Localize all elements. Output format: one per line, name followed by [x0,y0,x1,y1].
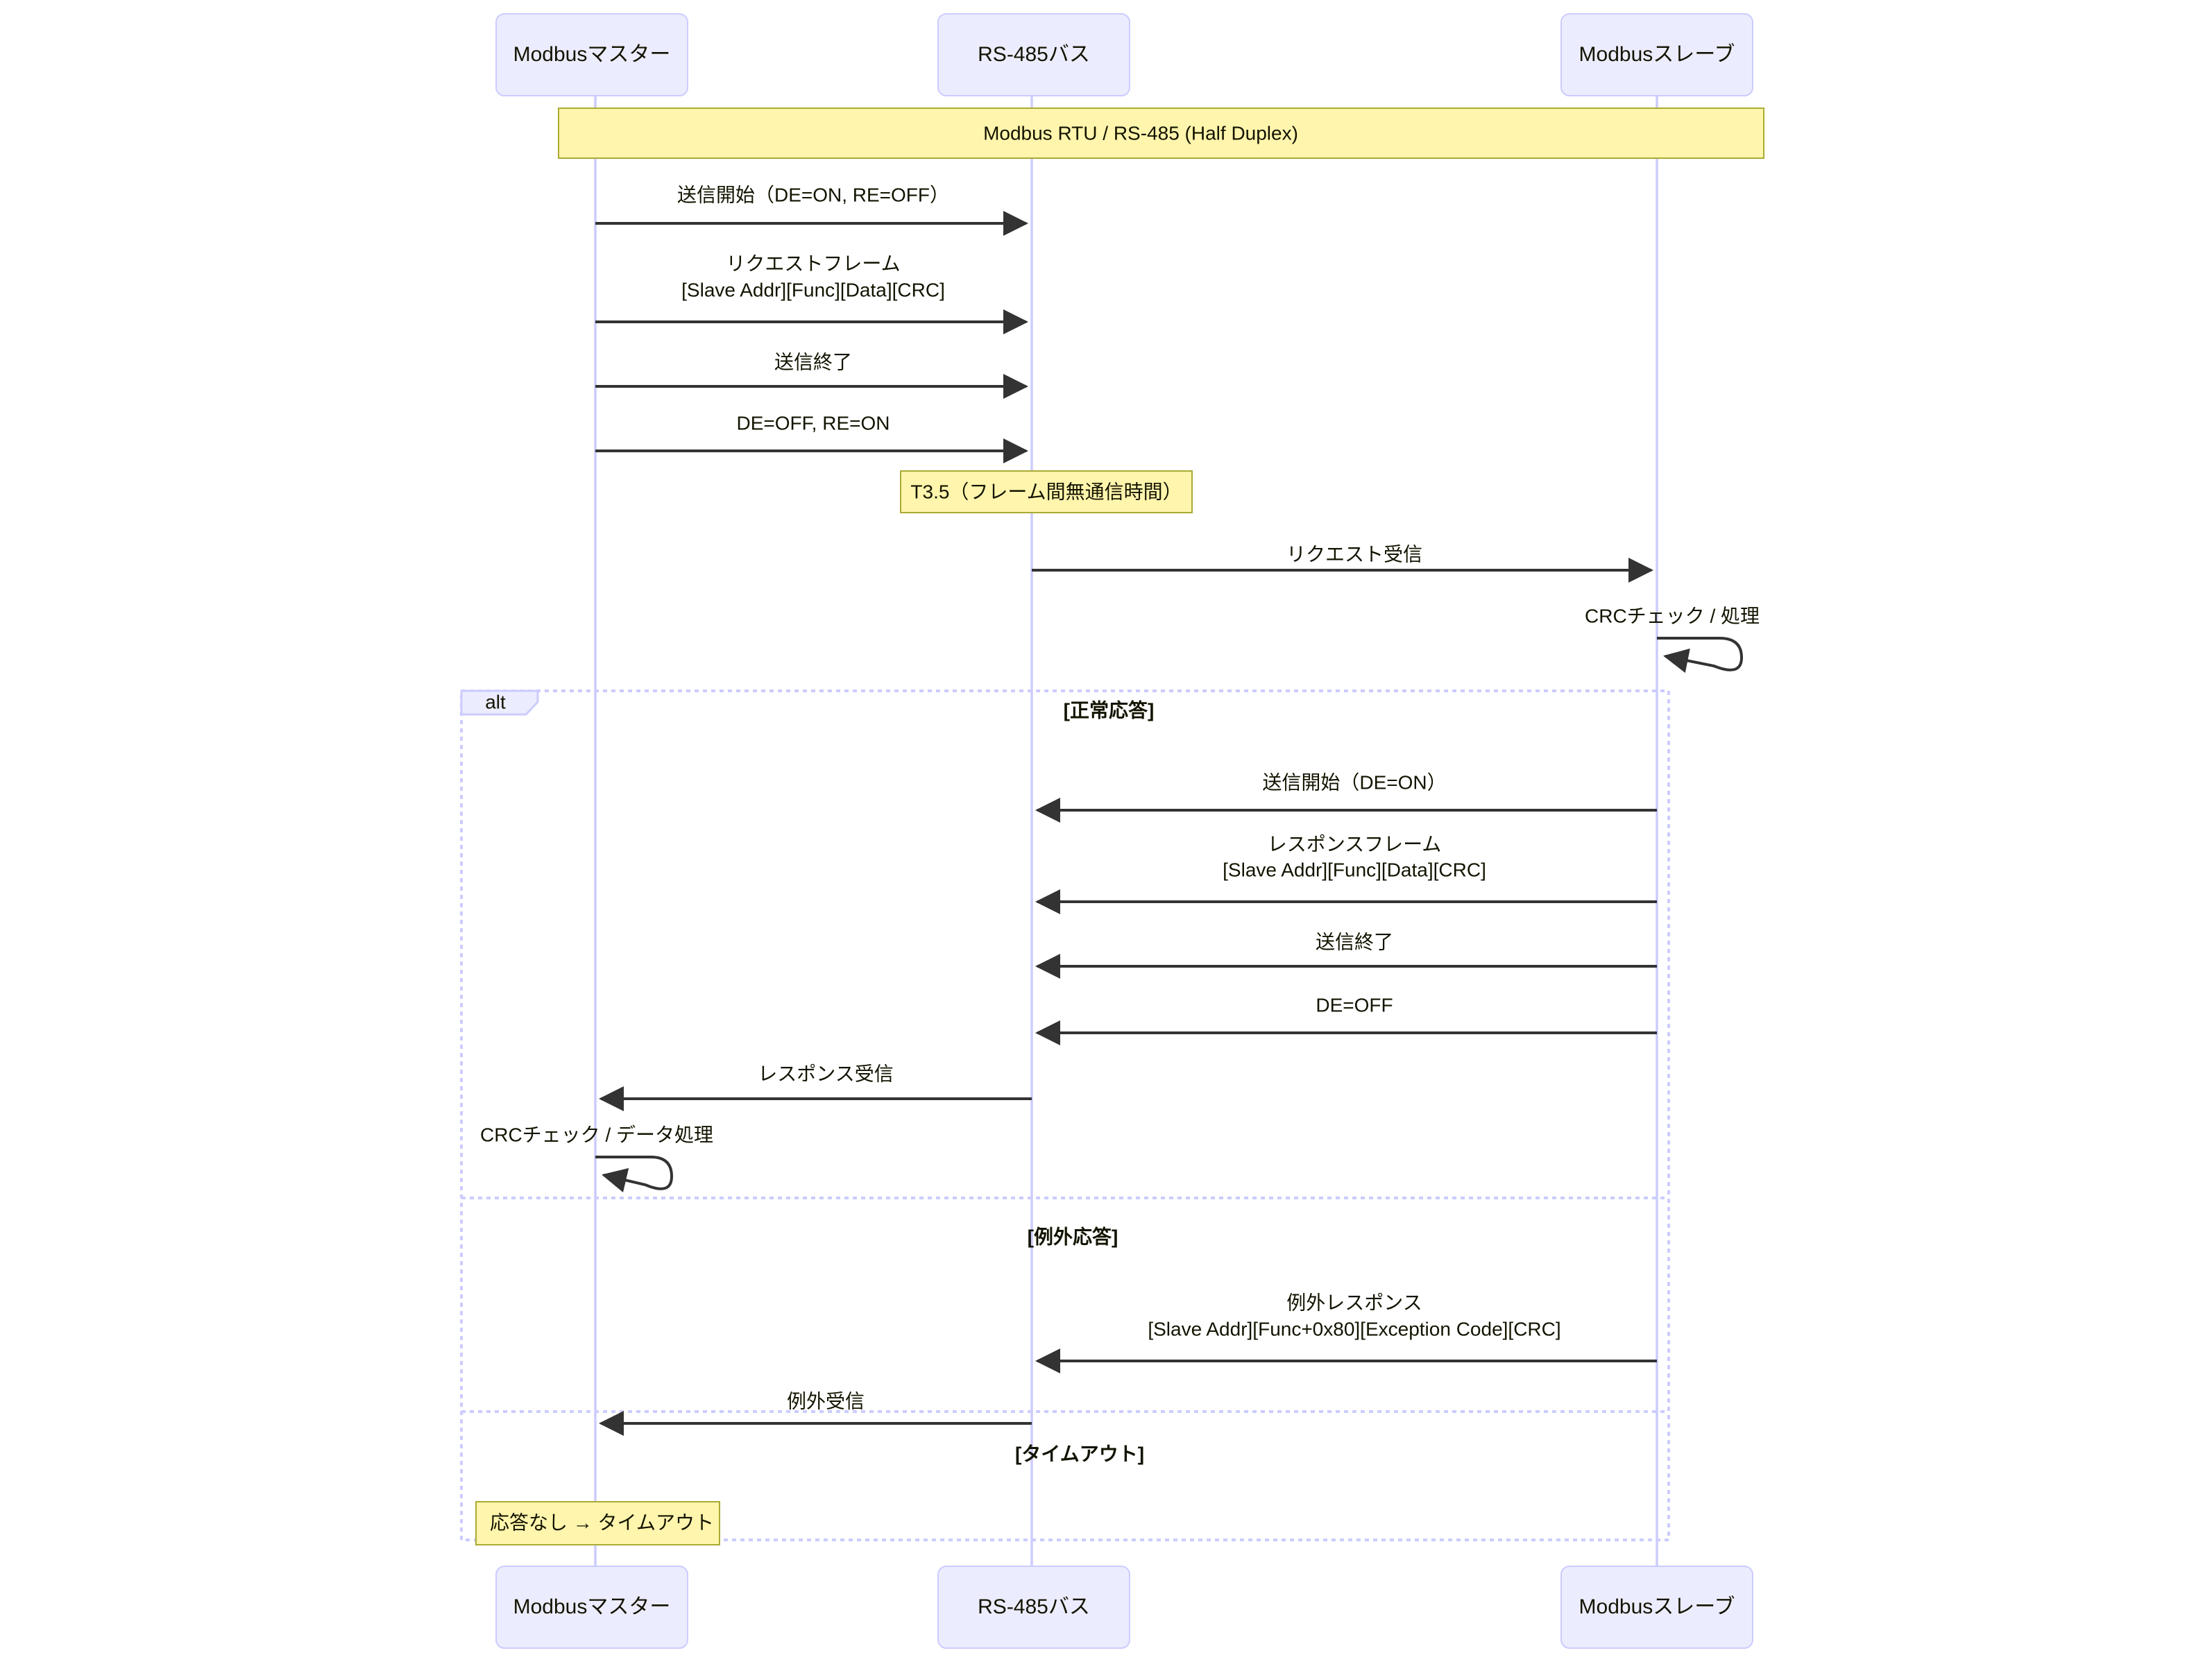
actor-box-slave-top[interactable] [1560,13,1753,96]
actor-label-master-top: Modbusマスター [513,43,671,66]
note-timeout: 応答なし → タイムアウト [475,1501,720,1545]
message-resp-send-start: 送信開始（DE=ON） [1035,771,1657,823]
actor-boxes-top: Modbusマスター RS-485バス Modbusスレーブ [495,13,1753,96]
note-protocol-rect [558,108,1764,159]
message-label-exception-response-line2: [Slave Addr][Func+0x80][Exception Code][… [1148,1318,1560,1339]
note-protocol-band: Modbus RTU / RS-485 (Half Duplex) [558,108,1764,159]
note-protocol-rect-inner [561,111,1761,155]
message-request-received: リクエスト受信 [1032,543,1653,583]
message-label-de-off: DE=OFF [1316,994,1393,1016]
note-protocol-label: Modbus RTU / RS-485 (Half Duplex) [983,122,1298,144]
actor-box-bus-top[interactable] [937,13,1130,96]
message-label-exception-response-line1: 例外レスポンス [1286,1292,1422,1313]
message-send-start: 送信開始（DE=ON, RE=OFF） [595,184,1028,236]
alt-condition-normal: [正常応答] [1064,699,1155,721]
message-exception-received: 例外受信 [599,1390,1032,1436]
self-message-master-crc: CRCチェック / データ処理 [480,1124,713,1193]
message-label-request-frame-line1: リクエストフレーム [726,252,900,274]
self-message-slave-crc: CRCチェック / 処理 [1585,605,1760,674]
actor-label-slave-bottom: Modbusスレーブ [1579,1595,1735,1618]
message-label-de-off-re-on: DE=OFF, RE=ON [737,412,890,434]
message-de-off-re-on: DE=OFF, RE=ON [595,412,1028,463]
self-message-arc-master-crc [595,1156,674,1193]
lifelines [594,96,1658,1568]
note-t35-rect-inner [903,474,1189,510]
message-resp-send-end: 送信終了 [1035,931,1657,979]
message-de-off: DE=OFF [1035,994,1657,1045]
message-label-send-end: 送信終了 [774,351,852,372]
note-t35: T3.5（フレーム間無通信時間） [900,470,1193,513]
message-label-response-frame-line2: [Slave Addr][Func][Data][CRC] [1223,859,1486,880]
actor-label-bus-bottom: RS-485バス [978,1595,1090,1618]
message-response-received: レスポンス受信 [599,1063,1032,1111]
alt-keyword-label: alt [485,691,506,712]
note-timeout-rect-inner [479,1505,717,1542]
note-t35-label: T3.5（フレーム間無通信時間） [910,481,1182,502]
message-label-slave-crc: CRCチェック / 処理 [1585,605,1760,626]
self-message-arc-slave-crc [1657,637,1744,674]
alt-tab-shape [460,689,539,716]
message-label-resp-send-end: 送信終了 [1316,931,1393,952]
actor-box-slave-bottom[interactable] [1560,1566,1753,1649]
alt-frame: alt [正常応答] [例外応答] [タイムアウト] [460,689,1670,1541]
message-label-request-received: リクエスト受信 [1286,543,1422,565]
alt-frame-border [460,689,1670,1541]
actor-label-bus-top: RS-485バス [978,43,1090,66]
alt-condition-timeout: [タイムアウト] [1015,1443,1144,1464]
actor-boxes-bottom: Modbusマスター RS-485バス Modbusスレーブ [495,1566,1753,1649]
actor-label-master-bottom: Modbusマスター [513,1595,671,1618]
message-label-master-crc: CRCチェック / データ処理 [480,1124,713,1145]
note-t35-rect [900,470,1193,513]
message-exception-response: 例外レスポンス [Slave Addr][Func+0x80][Exceptio… [1035,1292,1657,1373]
message-label-response-received: レスポンス受信 [758,1063,893,1084]
message-label-resp-send-start: 送信開始（DE=ON） [1262,771,1446,793]
message-response-frame: レスポンスフレーム [Slave Addr][Func][Data][CRC] [1035,833,1657,914]
message-label-send-start: 送信開始（DE=ON, RE=OFF） [677,184,949,205]
message-label-exception-received: 例外受信 [787,1390,865,1412]
message-label-response-frame-line1: レスポンスフレーム [1268,833,1442,855]
actor-box-bus-bottom[interactable] [937,1566,1130,1649]
actor-box-master-bottom[interactable] [495,1566,688,1649]
message-send-end: 送信終了 [595,351,1028,399]
note-timeout-label: 応答なし → タイムアウト [490,1511,714,1533]
message-label-request-frame-line2: [Slave Addr][Func][Data][CRC] [681,279,945,300]
actor-label-slave-top: Modbusスレーブ [1579,43,1735,66]
actor-box-master-top[interactable] [495,13,688,96]
note-timeout-rect [475,1501,720,1545]
alt-condition-exception: [例外応答] [1028,1225,1118,1247]
message-request-frame: リクエストフレーム [Slave Addr][Func][Data][CRC] [595,252,1028,334]
